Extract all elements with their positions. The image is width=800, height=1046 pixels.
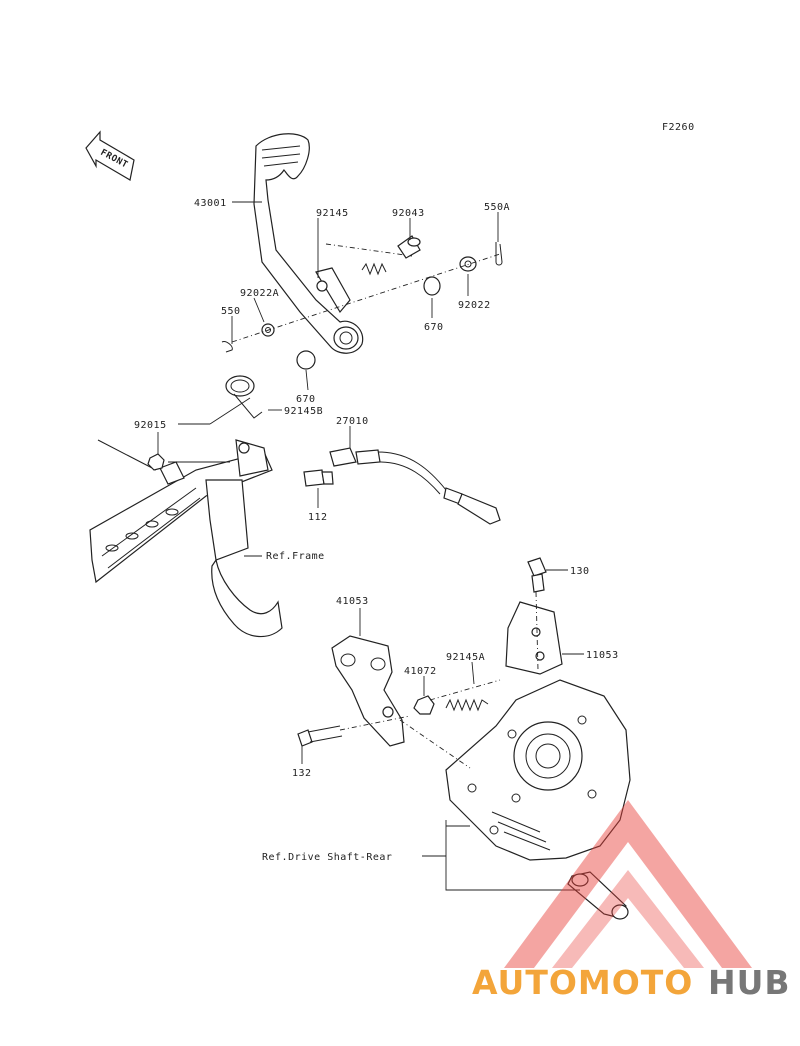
callout-92015: 92015 bbox=[134, 420, 167, 431]
spring-92145 bbox=[325, 243, 413, 276]
pin-92043 bbox=[397, 235, 421, 259]
callout-130: 130 bbox=[570, 566, 590, 577]
callout-41053: 41053 bbox=[336, 596, 369, 607]
callout-92022A: 92022A bbox=[240, 288, 279, 299]
oring-670-lower bbox=[296, 350, 316, 370]
callout-670-upper: 670 bbox=[424, 322, 444, 333]
frame bbox=[89, 439, 283, 638]
callout-92043: 92043 bbox=[392, 208, 425, 219]
callout-550: 550 bbox=[221, 306, 241, 317]
drive-shaft bbox=[567, 871, 629, 920]
oring-670-upper bbox=[423, 276, 441, 296]
watermark-text: AUTOMOTO HUB bbox=[472, 963, 791, 1002]
callout-132: 132 bbox=[292, 768, 312, 779]
bolt-112 bbox=[303, 469, 334, 487]
return-spring-92145B bbox=[225, 375, 263, 419]
callout-ref-frame: Ref.Frame bbox=[266, 551, 325, 562]
figure-code: F2260 bbox=[662, 122, 695, 133]
callout-11053: 11053 bbox=[586, 650, 619, 661]
callout-27010: 27010 bbox=[336, 416, 369, 427]
watermark-logo bbox=[504, 800, 752, 968]
callout-ref-drive-shaft-rear: Ref.Drive Shaft-Rear bbox=[262, 852, 392, 863]
callout-43001: 43001 bbox=[194, 198, 227, 209]
spring-92145A bbox=[429, 679, 501, 712]
brake-pedal bbox=[253, 133, 364, 354]
callout-92145: 92145 bbox=[316, 208, 349, 219]
callout-112: 112 bbox=[308, 512, 328, 523]
callout-550A: 550A bbox=[484, 202, 510, 213]
brake-cable-27010 bbox=[329, 447, 501, 525]
callout-670-lower: 670 bbox=[296, 394, 316, 405]
callout-41072: 41072 bbox=[404, 666, 437, 677]
nut-41072 bbox=[413, 695, 435, 715]
bolt-132 bbox=[297, 725, 343, 747]
watermark-text-part1: AUTOMOTO bbox=[472, 963, 693, 1002]
callout-92145A: 92145A bbox=[446, 652, 485, 663]
cotter-pin-550A bbox=[495, 242, 503, 266]
callout-92022: 92022 bbox=[458, 300, 491, 311]
cotter-pin-550 bbox=[221, 341, 233, 353]
lever-41053 bbox=[331, 635, 405, 747]
watermark-text-part2: HUB bbox=[708, 963, 791, 1002]
drive-shaft-housing bbox=[399, 679, 631, 861]
bracket-11053 bbox=[505, 591, 563, 675]
washer-92022 bbox=[459, 256, 477, 272]
bolt-130 bbox=[527, 557, 547, 593]
callout-92145B: 92145B bbox=[284, 406, 323, 417]
front-arrow-icon: FRONT bbox=[85, 130, 135, 181]
